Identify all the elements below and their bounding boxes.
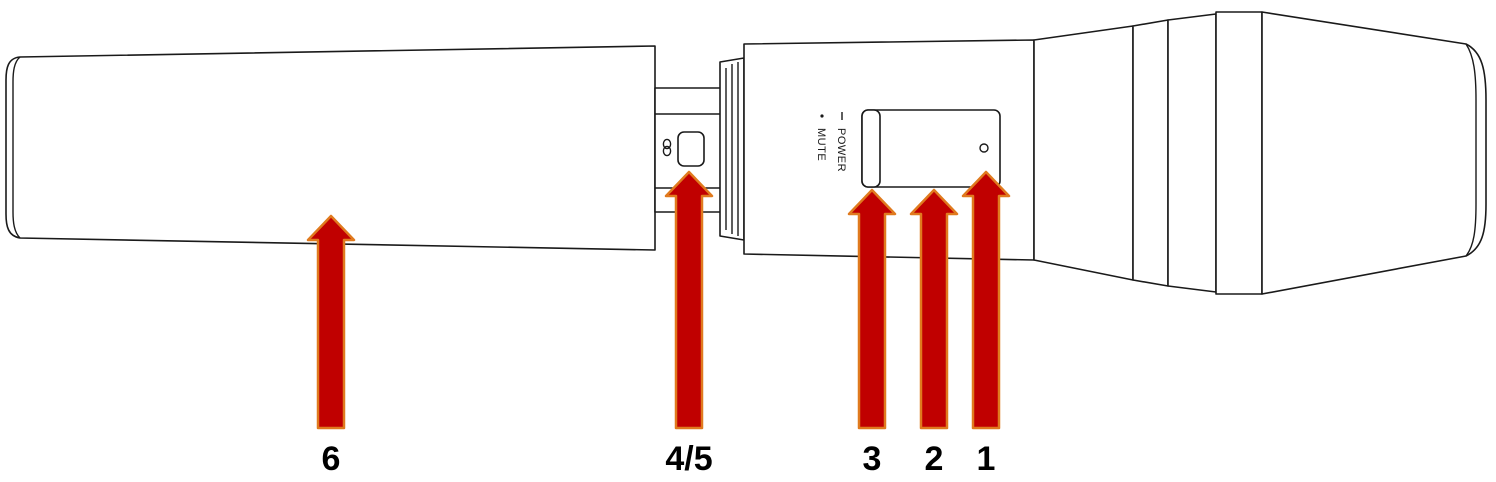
head-ring-3 [1167, 13, 1217, 293]
battery-compartment [5, 45, 656, 251]
callout-labels: 6 4/5 3 2 1 [322, 440, 996, 478]
callout-label-1: 1 [977, 440, 996, 478]
callout-label-2: 2 [925, 440, 944, 478]
callout-arrows [306, 170, 1011, 430]
callout-label-6: 6 [322, 440, 341, 478]
power-mute-switch[interactable] [861, 109, 1001, 188]
mute-label: MUTE [815, 128, 827, 161]
callout-arrow-3 [847, 188, 897, 430]
callout-arrow-45 [664, 170, 714, 430]
thread-ring [719, 57, 745, 241]
switch-legend: POWER MUTE [815, 112, 847, 172]
callout-label-4-5: 4/5 [665, 440, 712, 478]
callout-arrow-6 [306, 214, 356, 430]
link-icon [662, 138, 672, 157]
head-ring-1 [1033, 25, 1134, 281]
head-ring-4 [1215, 11, 1263, 295]
power-label: POWER [835, 128, 847, 172]
head-ring-2 [1132, 19, 1169, 287]
pairing-button[interactable] [677, 131, 705, 167]
microphone-grille [1261, 11, 1487, 295]
callout-arrow-2 [909, 188, 959, 430]
callout-label-3: 3 [863, 440, 882, 478]
callout-arrow-1 [961, 170, 1011, 430]
status-led [979, 143, 989, 153]
